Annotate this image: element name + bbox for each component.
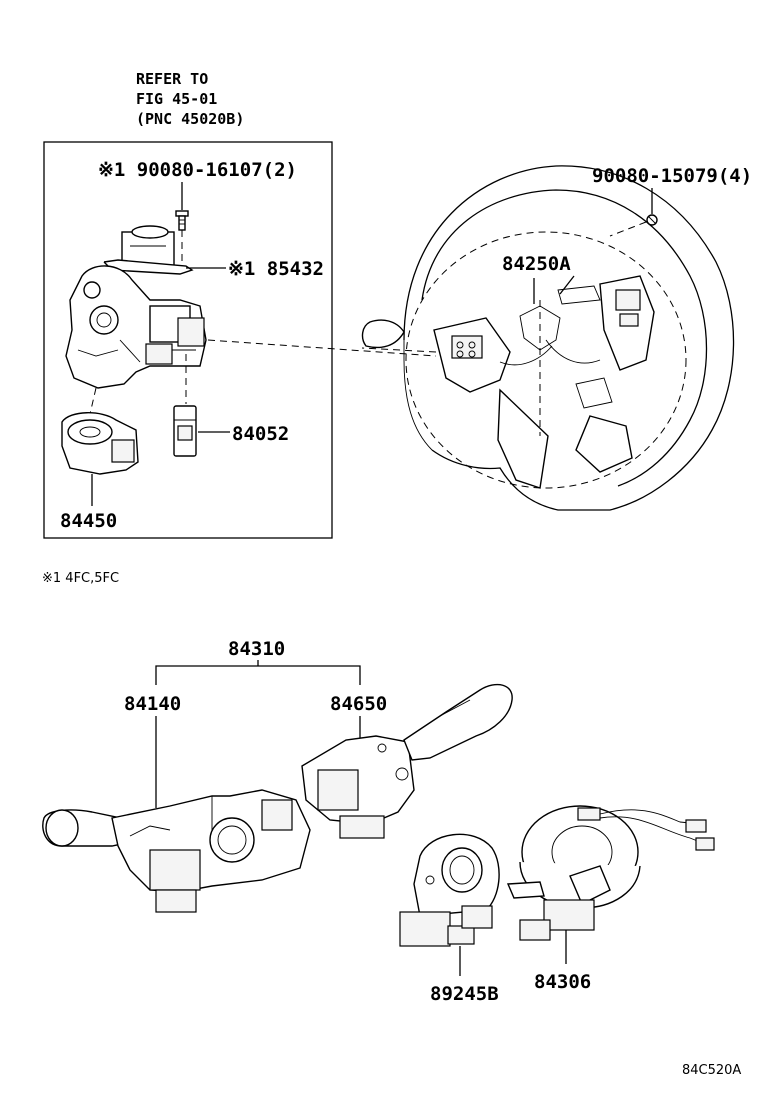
part-85432-drawing [103, 225, 194, 275]
part-84650-drawing [301, 683, 513, 839]
refer-line-1: REFER TO [136, 70, 208, 88]
align-screw [609, 221, 647, 237]
label-85432: ※1 85432 [228, 258, 324, 280]
diagram-code: 84C520A [682, 1063, 741, 1078]
assembly-frame [43, 141, 333, 539]
label-84052: 84052 [232, 423, 289, 445]
label-screw-90080-15079: 90080-15079(4) [592, 165, 752, 187]
footnote: ※1 4FC,5FC [42, 571, 119, 586]
label-84250a: 84250A [502, 253, 571, 275]
part-84140-drawing [42, 789, 311, 913]
align-to-wheel [207, 339, 437, 357]
steering-lock-housing-drawing [65, 265, 207, 389]
label-84450: 84450 [60, 510, 117, 532]
refer-line-3: (PNC 45020B) [136, 110, 244, 128]
label-89245b: 89245B [430, 983, 499, 1005]
part-84450-drawing [61, 412, 139, 475]
part-84052-drawing [173, 405, 197, 457]
align-84450 [89, 387, 97, 415]
part-84306-drawing [506, 805, 715, 941]
part-89245b-drawing [399, 833, 500, 947]
align-wheel-ellipse [405, 231, 687, 489]
bracket-84310 [155, 665, 361, 685]
refer-line-2: FIG 45-01 [136, 90, 217, 108]
label-84306: 84306 [534, 971, 591, 993]
refer-note: REFER TO FIG 45-01 (PNC 45020B) [136, 70, 244, 128]
label-bolt-90080-16107: ※1 90080-16107(2) [98, 159, 297, 181]
bolt-icon [175, 210, 189, 231]
label-84310: 84310 [228, 638, 285, 660]
screw-icon [646, 214, 658, 226]
align-wheel-left [361, 347, 437, 353]
leader-84250a-2 [559, 275, 575, 295]
label-84140: 84140 [124, 693, 181, 715]
label-84650: 84650 [330, 693, 387, 715]
steering-wheel-drawing [361, 165, 735, 511]
